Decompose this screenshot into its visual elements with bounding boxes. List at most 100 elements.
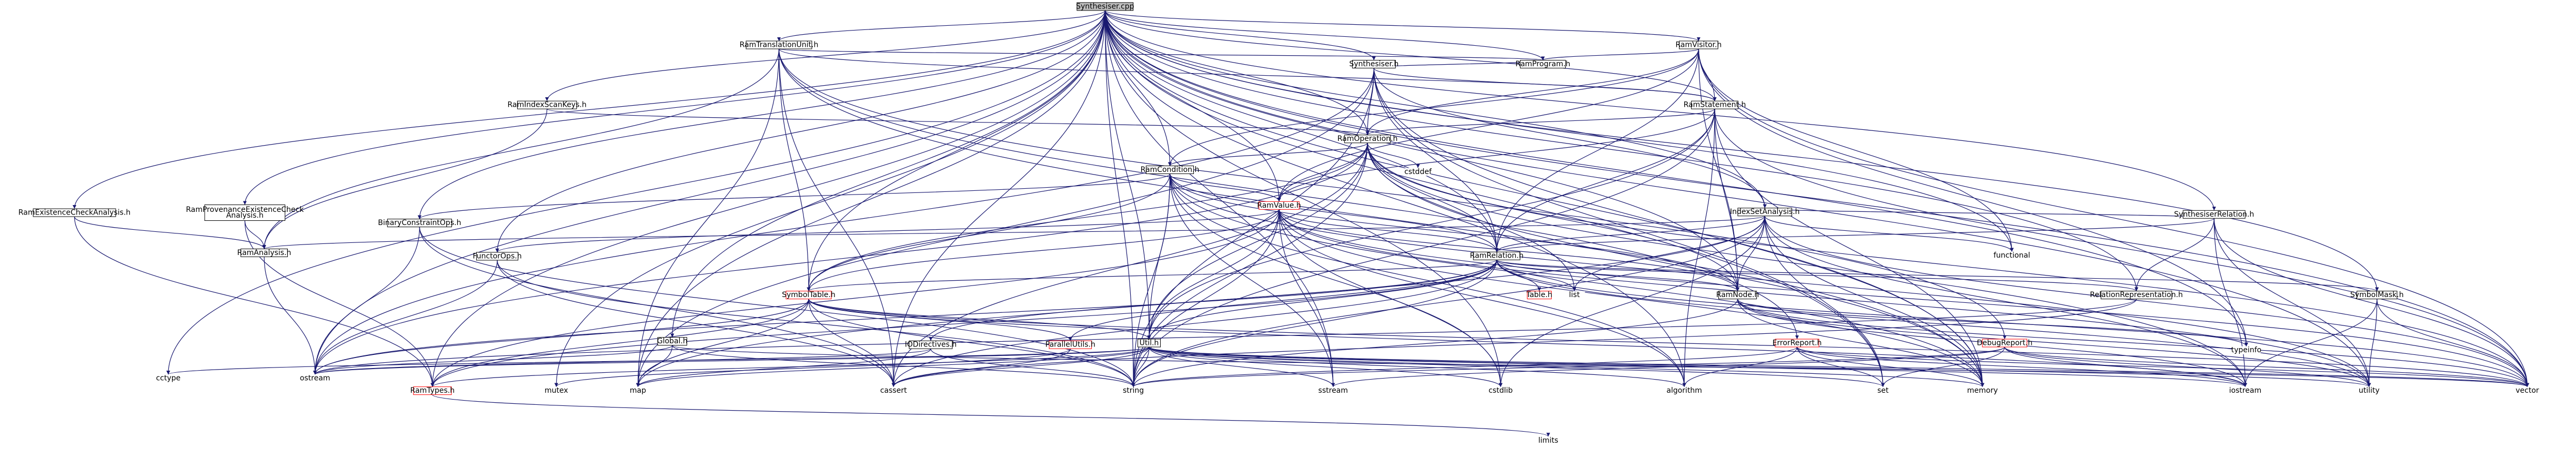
dependency-edge — [930, 349, 1135, 387]
node-ostream: ostream — [300, 374, 330, 383]
dependency-edge — [1764, 216, 1985, 387]
dependency-edge — [313, 345, 673, 375]
node-label: cctype — [156, 374, 180, 383]
dependency-edge — [1496, 259, 2379, 292]
node-label: Analysis.h — [226, 211, 264, 220]
node-label: iostream — [2229, 386, 2262, 395]
node-util-h[interactable]: Util.h — [1137, 339, 1161, 348]
node-functional: functional — [1994, 251, 2030, 260]
node-error-report-h[interactable]: ErrorReport.h — [1773, 339, 1822, 348]
node-sstream: sstream — [1319, 386, 1348, 395]
dependency-edge — [1131, 174, 1171, 387]
node-functor-ops-h[interactable]: FunctorOps.h — [473, 252, 522, 261]
dependency-edge — [778, 48, 1545, 61]
node-label: DebugReport.h — [1977, 339, 2032, 347]
node-iodirectives-h[interactable]: IODirectives.h — [905, 340, 957, 349]
node-label: cstddef — [1404, 168, 1432, 176]
dependency-edge — [1367, 142, 2247, 387]
node-label: utility — [2359, 386, 2380, 395]
node-debug-report-h[interactable]: DebugReport.h — [1977, 339, 2032, 348]
node-synthesiser-h[interactable]: Synthesiser.h — [1349, 60, 1398, 69]
node-label: algorithm — [1666, 386, 1702, 395]
node-ram-relation-h[interactable]: RamRelation.h — [1470, 251, 1524, 260]
dependency-edge — [74, 217, 435, 387]
dependency-edge — [1496, 260, 2371, 387]
node-ram-visitor-h[interactable]: RamVisitor.h — [1675, 40, 1722, 49]
dependency-edge — [1682, 346, 1798, 387]
dependency-edge — [1147, 260, 1497, 339]
node-label: map — [630, 386, 646, 395]
dependency-edge — [1104, 10, 2371, 387]
node-ram-statement-h[interactable]: RamStatement.h — [1684, 100, 1746, 109]
dependency-edge — [547, 108, 1370, 136]
node-box — [1737, 208, 1793, 217]
node-ram-condition-h[interactable]: RamCondition.h — [1141, 165, 1200, 174]
node-vector: vector — [2514, 386, 2540, 395]
dependency-edge — [1169, 174, 1686, 387]
dependency-edge — [1104, 10, 2379, 291]
node-ram-translation-unit-h[interactable]: RamTranslationUnit.h — [740, 40, 819, 49]
node-ram-existence-check-analysis-h[interactable]: RamExistenceCheckAnalysis.h — [18, 208, 130, 217]
node-cctype: cctype — [156, 374, 181, 383]
node-global-h[interactable]: Global.h — [657, 337, 688, 346]
dependency-edge — [262, 109, 548, 249]
dependency-edge — [1149, 346, 2247, 387]
dependency-edge — [1131, 260, 1497, 387]
dependency-edge — [1131, 109, 1715, 387]
node-box — [1718, 291, 1757, 300]
node-string: string — [1122, 386, 1145, 395]
node-label: RamAnalysis.h — [237, 249, 291, 257]
dependency-edge — [430, 299, 809, 387]
node-label: typeinfo — [2231, 346, 2262, 354]
dependency-edge — [74, 216, 266, 249]
node-ram-operation-h[interactable]: RamOperation.h — [1337, 135, 1398, 144]
node-synthesiser-cpp[interactable]: Synthesiser.cpp — [1076, 2, 1134, 11]
node-box — [1775, 339, 1819, 348]
dependency-edge — [1737, 299, 2371, 387]
node-label: IndexSetAnalysis.h — [1730, 208, 1800, 216]
node-ram-index-scan-keys-h[interactable]: RamIndexScanKeys.h — [508, 100, 587, 109]
dependency-edge — [1764, 216, 1885, 387]
dependency-edge — [1149, 346, 1885, 387]
dependency-edge — [430, 346, 1150, 387]
node-table-h[interactable]: Table.h — [1526, 291, 1553, 300]
dependency-edge — [1169, 174, 1499, 252]
node-synthesiser-relation-h[interactable]: SynthesiserRelation.h — [2174, 210, 2254, 219]
dependency-edge — [1796, 346, 2247, 387]
dependency-edge — [1796, 346, 1885, 387]
node-relation-representation-h[interactable]: RelationRepresentation.h — [2090, 291, 2183, 300]
dependency-edge — [1367, 142, 2530, 387]
dependency-edge — [1149, 346, 2529, 387]
node-binary-constraint-ops-h[interactable]: BinaryConstraintOps.h — [378, 219, 461, 228]
node-label: RamValue.h — [1257, 201, 1301, 210]
node-ram-node-h[interactable]: RamNode.h — [1716, 291, 1759, 300]
node-ram-analysis-h[interactable]: RamAnalysis.h — [237, 248, 291, 257]
node-label: ParallelUtils.h — [1045, 341, 1095, 349]
dependency-edge — [1279, 209, 1499, 252]
dependency-edge — [313, 260, 498, 375]
node-ram-value-h[interactable]: RamValue.h — [1257, 201, 1301, 210]
dependency-edge — [1367, 142, 1740, 291]
node-parallel-utils-h[interactable]: ParallelUtils.h — [1045, 340, 1095, 349]
dependency-edge — [430, 10, 1105, 387]
dependency-edges — [72, 10, 2530, 437]
node-label: RamProvenanceExistenceCheck — [186, 206, 304, 214]
node-index-set-analysis-h[interactable]: IndexSetAnalysis.h — [1730, 208, 1800, 217]
dependency-edge — [778, 48, 811, 291]
node-map: map — [627, 386, 649, 395]
dependency-edge — [1169, 174, 1281, 202]
node-symbol-table-h[interactable]: SymbolTable.h — [782, 291, 836, 300]
node-symbol-mask-h[interactable]: SymbolMask.h — [2350, 291, 2404, 300]
node-label: limits — [1538, 436, 1558, 445]
node-label: Synthesiser.cpp — [1076, 2, 1134, 11]
dependency-edge — [1735, 216, 1765, 291]
dependency-edge — [1068, 260, 1497, 341]
node-ram-types-h[interactable]: RamTypes.h — [410, 386, 455, 395]
dependency-edge — [929, 260, 1497, 341]
node-box — [1049, 340, 1092, 349]
node-ram-program-h[interactable]: RamProgram.h — [1515, 60, 1570, 69]
node-box — [1564, 291, 1585, 299]
dependency-edge — [2134, 218, 2215, 291]
dependency-edge — [313, 227, 420, 375]
